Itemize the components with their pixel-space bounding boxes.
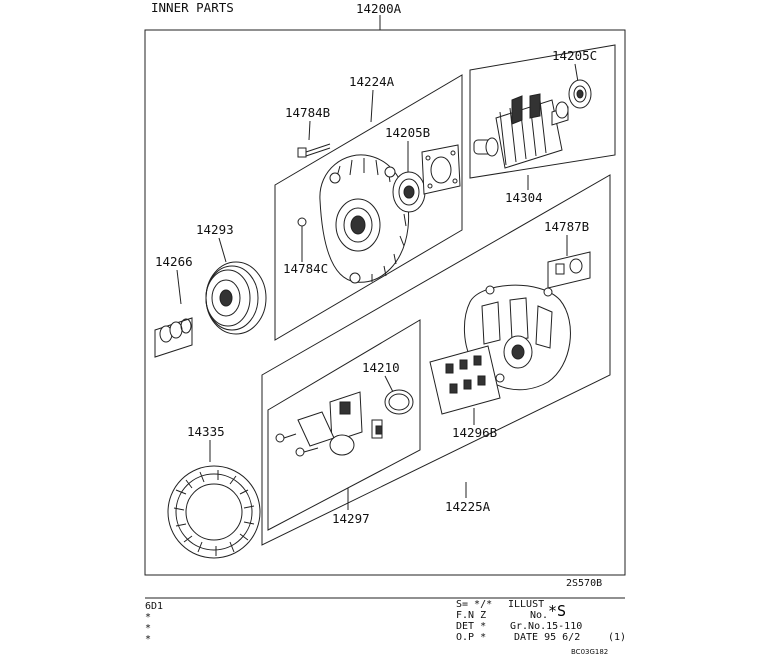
main-frame (144, 29, 626, 576)
bolt-14784B-drawing (297, 143, 331, 158)
washer-set-drawing (154, 317, 193, 358)
part-label-14293: 14293 (196, 222, 234, 237)
leader-14784B (308, 120, 311, 141)
part-label-14304: 14304 (505, 190, 543, 205)
footer-op: O.P * (456, 632, 486, 643)
footer-fnz: F.N Z (456, 610, 486, 621)
rotor-group-box (469, 44, 616, 179)
part-label-14205B: 14205B (385, 125, 430, 140)
bearing-14205B-drawing (392, 144, 461, 213)
leader-14205C (574, 63, 579, 83)
footer-date: DATE 95 6/2 (514, 632, 580, 643)
part-label-14787B: 14787B (544, 219, 589, 234)
part-label-14210: 14210 (362, 360, 400, 375)
footer-group-number: Gr.No.15-110 (510, 621, 582, 632)
pulley-drawing (205, 261, 267, 335)
assembly-number-label: 14200A (356, 1, 402, 16)
footer-s-field: S= */* (456, 599, 492, 610)
part-label-14296B: 14296B (452, 425, 497, 440)
footer-mark-1: * (145, 612, 151, 623)
regulator-drawing (275, 391, 383, 457)
stator-drawing (167, 465, 261, 559)
leader-14224A (370, 89, 374, 123)
footer-page-ref: (1) (608, 632, 626, 643)
part-label-14335: 14335 (187, 424, 225, 439)
part-label-14297: 14297 (332, 511, 370, 526)
leader-14293 (218, 237, 227, 263)
screw-14784C-drawing (297, 217, 307, 236)
section-title: INNER PARTS (151, 0, 234, 15)
part-label-14224A: 14224A (349, 74, 395, 89)
leader-14266 (176, 269, 182, 305)
ring-14210-drawing (384, 389, 414, 415)
leader-14210 (384, 375, 394, 393)
rectifier-drawing (429, 345, 501, 415)
figure-code: 2S570B (566, 578, 602, 589)
footer-bottom-code: BC03G182 (571, 648, 608, 656)
part-label-14205C: 14205C (552, 48, 597, 63)
footer-no-label: No. (530, 610, 548, 621)
part-label-14266: 14266 (155, 254, 193, 269)
footer-illust-number: *S (548, 602, 566, 620)
footer-mark-3: * (145, 634, 151, 645)
part-label-14784C: 14784C (283, 261, 328, 276)
part-label-14784B: 14784B (285, 105, 330, 120)
nut-set-drawing (547, 251, 591, 289)
footer-det: DET * (456, 621, 486, 632)
footer-illust-label: ILLUST (508, 599, 544, 610)
footer-left-code: 6D1 (145, 601, 163, 612)
footer-mark-2: * (145, 623, 151, 634)
regulator-group-box (267, 319, 421, 531)
front-housing-group-box (274, 74, 463, 341)
rotor-drawing (473, 79, 592, 169)
part-label-14225A: 14225A (445, 499, 491, 514)
rear-housing-group-box (261, 174, 611, 546)
front-housing-drawing (319, 154, 410, 284)
